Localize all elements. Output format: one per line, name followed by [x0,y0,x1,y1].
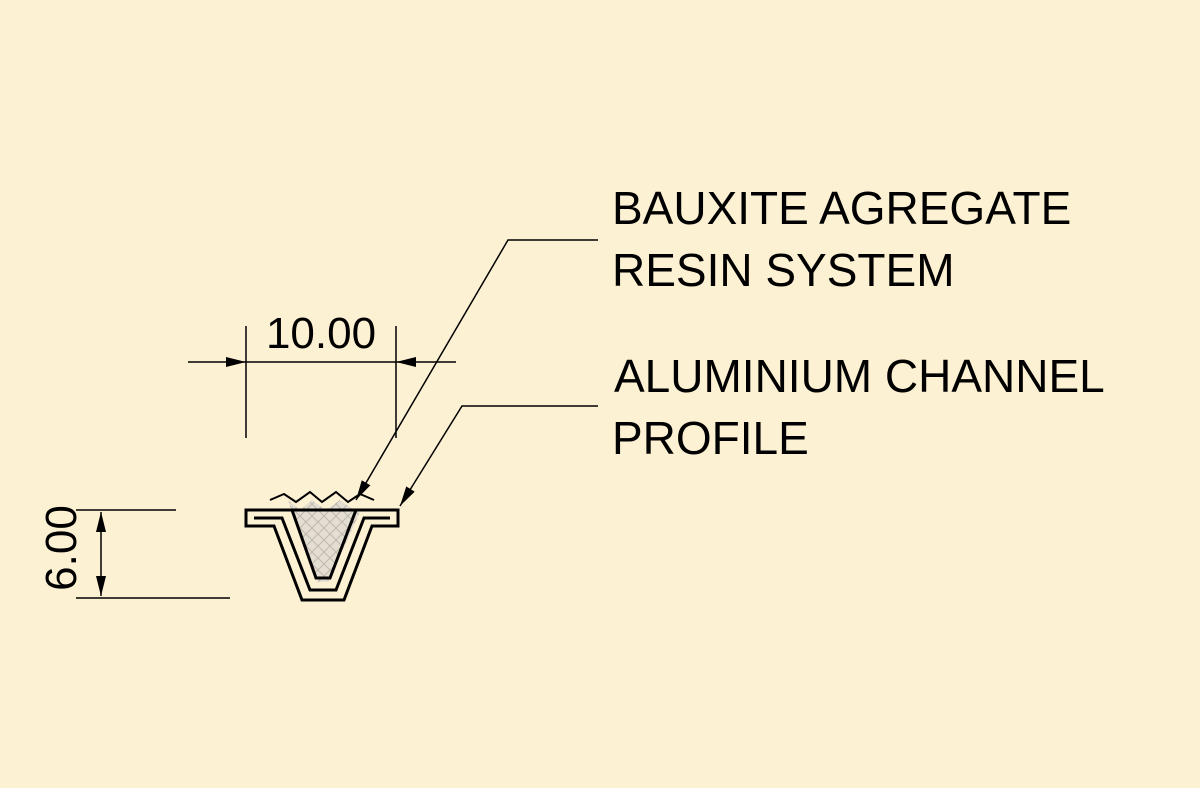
width-dimension-label: 10.00 [266,309,376,358]
resin-callout-line-2: RESIN SYSTEM [612,244,955,296]
channel-leader-line [399,405,598,507]
channel-profile-outer [244,508,400,602]
resin-leader-line [355,239,598,501]
channel-callout-line-2: PROFILE [612,412,809,464]
height-dimension-label: 6.00 [37,505,86,591]
resin-callout-line-1: BAUXITE AGREGATE [612,182,1071,234]
channel-profile-inner [254,516,390,592]
channel-inner-wall [290,509,358,580]
resin-hatch [288,500,360,582]
channel-callout-line-1: ALUMINIUM CHANNEL [614,350,1105,402]
